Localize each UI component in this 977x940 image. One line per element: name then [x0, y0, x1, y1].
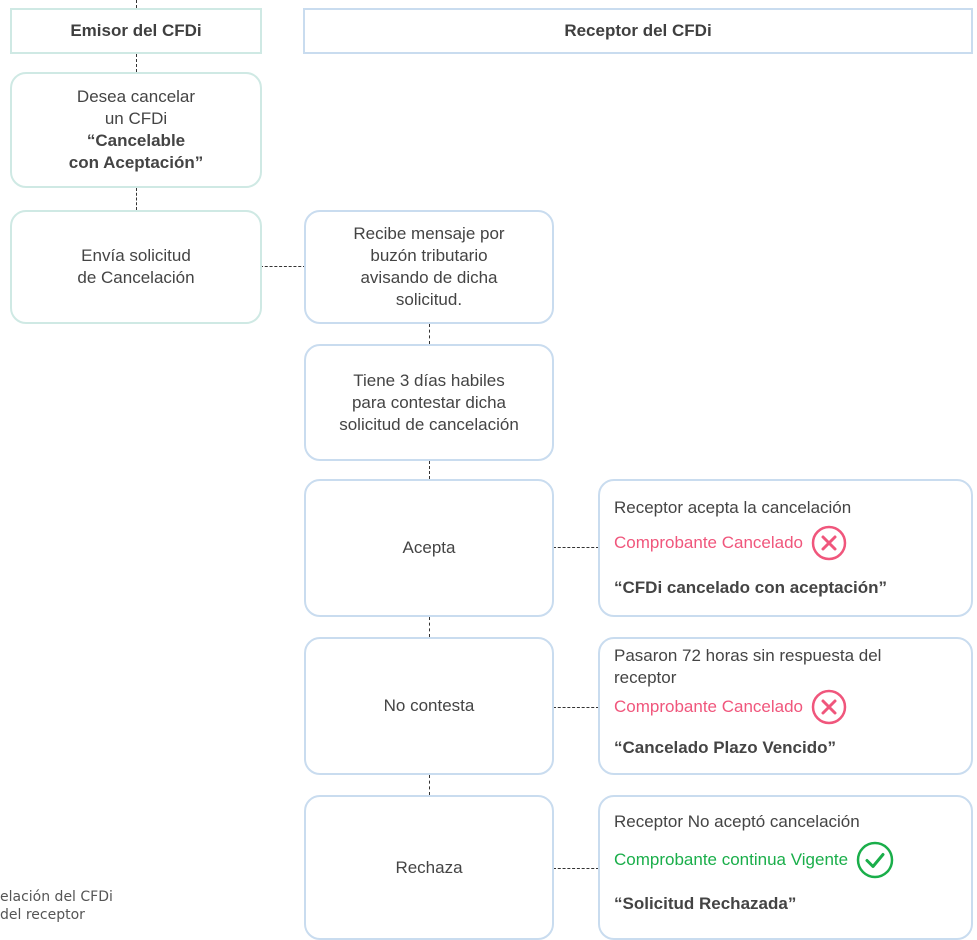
x-circle-icon: [811, 525, 847, 561]
recibe-line1: Recibe mensaje por: [353, 224, 505, 243]
no-contesta-label: No contesta: [383, 696, 475, 715]
x-circle-icon: [811, 689, 847, 725]
acepta-label: Acepta: [402, 538, 456, 557]
connector-tiene-to-acepta: [429, 461, 430, 479]
recibe-line4: solicitud.: [395, 290, 463, 309]
envia-line2: de Cancelación: [77, 268, 195, 287]
footnote: elación del CFDi del receptor: [0, 889, 240, 923]
acepta-box: Acepta: [304, 479, 554, 617]
receptor-header-label: Receptor del CFDi: [564, 21, 712, 40]
rechaza-label: Rechaza: [395, 857, 463, 877]
tiene-line1: Tiene 3 días habiles: [353, 370, 505, 390]
outcome-acepta: Receptor acepta la cancelación Comproban…: [598, 479, 973, 617]
connector-envia-to-recibe: [260, 266, 306, 267]
connector-nocontesta-to-outcome: [553, 707, 599, 708]
recibe-line3: avisando de dicha: [360, 268, 498, 287]
connector-nocontesta-to-rechaza: [429, 775, 430, 795]
outcome-rechaza-status: Comprobante continua Vigente: [614, 850, 849, 869]
connector-acepta-to-nocontesta: [429, 617, 430, 637]
outcome-rechaza-text: Receptor No aceptó cancelación: [614, 812, 860, 831]
outcome-no-contesta-text2: receptor: [614, 668, 677, 687]
outcome-acepta-text: Receptor acepta la cancelación: [614, 498, 852, 517]
tiene-dias-box: Tiene 3 días habiles para contestar dich…: [304, 344, 554, 461]
receptor-header: Receptor del CFDi: [303, 8, 973, 54]
outcome-rechaza: Receptor No aceptó cancelación Comproban…: [598, 795, 973, 940]
desea-cancelar-box: Desea cancelar un CFDi “Cancelable con A…: [10, 72, 262, 188]
outcome-no-contesta-text1: Pasaron 72 horas sin respuesta del: [614, 646, 882, 665]
connector-top: [136, 0, 137, 8]
rechaza-box: Rechaza: [304, 795, 554, 940]
outcome-acepta-quote: “CFDi cancelado con aceptación”: [614, 578, 888, 597]
outcome-no-contesta-quote: “Cancelado Plazo Vencido”: [614, 738, 837, 757]
footnote-line1: elación del CFDi: [0, 889, 113, 905]
desea-line1: Desea cancelar: [76, 87, 196, 106]
envia-line1: Envía solicitud: [81, 246, 191, 265]
outcome-no-contesta: Pasaron 72 horas sin respuesta del recep…: [598, 637, 973, 775]
connector-recibe-to-tiene: [429, 324, 430, 344]
recibe-line2: buzón tributario: [370, 246, 488, 265]
tiene-line3: solicitud de cancelación: [339, 414, 519, 434]
connector-acepta-to-outcome: [553, 547, 599, 548]
footnote-line2: del receptor: [0, 907, 85, 923]
connector-header-to-desea: [136, 54, 137, 72]
emisor-header: Emisor del CFDi: [10, 8, 262, 54]
outcome-acepta-status: Comprobante Cancelado: [614, 533, 804, 552]
no-contesta-box: No contesta: [304, 637, 554, 775]
check-circle-icon: [856, 841, 894, 879]
desea-line4: con Aceptación”: [68, 153, 204, 172]
connector-rechaza-to-outcome: [553, 868, 599, 869]
recibe-mensaje-box: Recibe mensaje por buzón tributario avis…: [304, 210, 554, 324]
envia-solicitud-box: Envía solicitud de Cancelación: [10, 210, 262, 324]
outcome-no-contesta-status: Comprobante Cancelado: [614, 697, 804, 716]
outcome-rechaza-quote: “Solicitud Rechazada”: [614, 894, 797, 913]
desea-line3: “Cancelable: [86, 131, 186, 150]
connector-desea-to-envia: [136, 188, 137, 210]
desea-line2: un CFDi: [104, 109, 168, 128]
tiene-line2: para contestar dicha: [351, 392, 507, 412]
emisor-header-label: Emisor del CFDi: [70, 21, 202, 40]
